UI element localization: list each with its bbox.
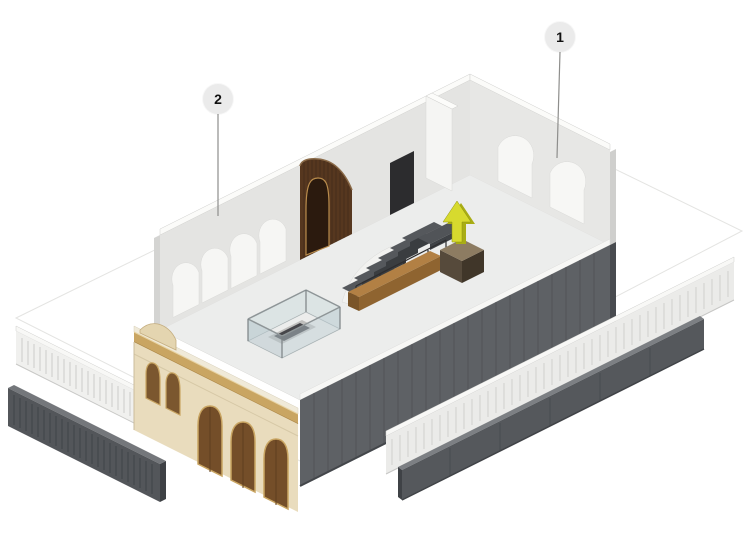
door-mullions xyxy=(209,407,277,505)
glass-rail xyxy=(305,289,341,308)
cladding-face xyxy=(300,245,610,486)
marker-1[interactable]: 1 xyxy=(545,22,575,52)
arch-niche xyxy=(171,262,200,318)
glass-balustrade xyxy=(247,289,341,359)
street-wall-face xyxy=(402,319,704,500)
wood-wall-top-edge xyxy=(299,158,353,191)
left-screen-wall xyxy=(8,385,166,502)
cladding-end-cap xyxy=(610,242,616,331)
bench-top xyxy=(348,251,441,297)
right-fence-slats xyxy=(391,271,729,465)
wood-wall-arch xyxy=(305,177,330,256)
left-fence xyxy=(15,325,137,425)
arch-niche xyxy=(549,161,587,225)
marker-2[interactable]: 2 xyxy=(203,84,233,114)
street-facade xyxy=(133,323,299,512)
screen-wall-louvers xyxy=(13,395,153,494)
facade-pediment xyxy=(139,323,177,351)
building xyxy=(133,73,616,512)
wood-feature-wall xyxy=(299,158,353,260)
street-wall-base-line xyxy=(401,348,705,501)
glass-posts xyxy=(247,290,341,358)
glass-rail xyxy=(247,318,283,337)
arch-niche xyxy=(497,135,535,199)
wood-bench xyxy=(348,251,441,311)
pedestal-top xyxy=(440,239,484,261)
right-wall-top xyxy=(469,73,611,151)
arch-niche xyxy=(258,218,287,275)
stair-doorway xyxy=(390,151,414,215)
street-wall-seams xyxy=(449,348,651,476)
pedestal xyxy=(440,239,484,283)
right-wall xyxy=(469,73,616,245)
left-fence-slats xyxy=(21,338,131,416)
bulkhead-roof xyxy=(425,92,459,110)
arched-window xyxy=(165,372,181,416)
street-wall xyxy=(398,316,705,501)
facade-cornice xyxy=(134,332,298,424)
street-wall-top xyxy=(398,316,704,470)
arched-window xyxy=(145,362,161,406)
right-wall-end-cap xyxy=(610,149,616,245)
back-bulkhead xyxy=(425,92,459,192)
leader-line-1 xyxy=(556,51,561,159)
tread xyxy=(402,222,442,242)
left-wall-arches xyxy=(171,218,287,318)
left-fence-base-line xyxy=(15,363,137,425)
cladding-seams xyxy=(313,253,595,479)
glass-rail xyxy=(247,289,307,320)
arch-niche xyxy=(229,233,258,289)
back-wall-end-cap xyxy=(154,235,160,333)
screen-wall-top xyxy=(8,385,166,464)
screen-wall-cap xyxy=(160,461,166,502)
floor-opening-void xyxy=(274,323,310,341)
right-wall-arches xyxy=(497,135,587,225)
facade-molding xyxy=(133,353,299,437)
street-wall-cap xyxy=(398,467,402,500)
up-arrow-icon xyxy=(442,200,475,244)
facade-bay-windows xyxy=(145,362,181,416)
arch-niche xyxy=(200,247,229,304)
arrow-face xyxy=(442,200,472,243)
cornice-highlight xyxy=(133,331,299,415)
bench-end xyxy=(348,292,359,311)
bench-front xyxy=(359,256,441,311)
glass-rail xyxy=(281,306,341,337)
bulkhead-face xyxy=(425,95,453,192)
